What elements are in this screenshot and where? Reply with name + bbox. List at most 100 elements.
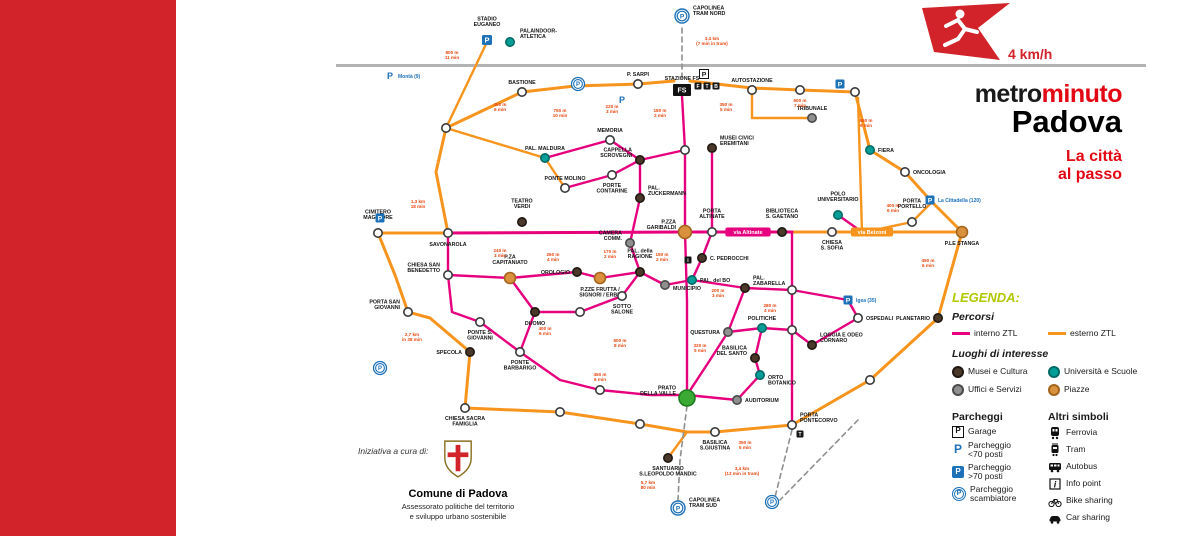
station-uni [864, 145, 875, 156]
legend-label: Info point [1066, 477, 1101, 488]
station-gen [616, 290, 627, 301]
parking-glyph: P [576, 82, 580, 88]
station-uni [756, 322, 767, 333]
legend-section-altri: Altri simboli [1048, 410, 1109, 423]
station-gen [440, 123, 451, 134]
station-gen [372, 228, 383, 239]
metrominuto-logo: metrominuto [974, 80, 1123, 109]
station-label: DUOMO [525, 321, 545, 327]
tram-icon-glyph: T [705, 84, 708, 90]
parking-glyph: P [484, 36, 489, 45]
legend-label: Autobus [1066, 460, 1098, 471]
legend-section-parcheggi: Parcheggi [952, 410, 1003, 423]
speed-label: 4 km/h [1008, 46, 1053, 62]
station-mus [696, 253, 707, 264]
legend-section-percorsi: Percorsi [952, 311, 995, 323]
map-edge-tram-link [774, 429, 793, 498]
legend-item-bike-sharing: Bike sharing [1048, 494, 1148, 508]
parking-big [375, 213, 385, 223]
legend-label: Piazze [1064, 383, 1090, 394]
train-icon [694, 82, 702, 90]
city-title: Padova [1011, 104, 1122, 139]
autobus-icon [1049, 462, 1061, 472]
svg-text:i: i [1054, 479, 1057, 489]
parking-glyph: P [680, 13, 685, 20]
station-label: AUDITORIUM [745, 398, 779, 404]
parking-label: Montà (9) [398, 74, 421, 80]
station-label: FIERA [878, 148, 894, 154]
parking-big [843, 295, 853, 305]
garage-parking-icon: P [952, 425, 964, 438]
legend-item-piazze: Piazze [1048, 383, 1148, 396]
map-edge-interno-ztl [683, 230, 689, 397]
department-line1: Assessorato politiche del territorio [401, 502, 515, 511]
station-pia [677, 224, 693, 240]
station-mus [464, 346, 475, 357]
map-edge-interno-ztl [446, 270, 694, 287]
street-tag-label: via Belzoni [858, 230, 887, 236]
station-gen [606, 170, 617, 181]
station-gen [849, 87, 860, 98]
parking-big [835, 79, 845, 89]
comune-padova-crest [444, 440, 472, 478]
legend-item-parcheggio-scambiatore: P Parcheggio scambiatore [952, 484, 1044, 504]
musei-dot-icon [952, 365, 964, 378]
header-divider [336, 64, 1146, 67]
universita-dot-icon [1048, 365, 1060, 378]
tram-icon [703, 82, 711, 90]
map-edge-esterno-ztl [434, 126, 450, 235]
station-label: PONTE MOLINO [545, 176, 586, 182]
station-gen [516, 87, 527, 98]
legend-item-uffici: Uffici e Servizi [952, 383, 1044, 396]
station-gen [826, 227, 837, 238]
station-label: SPECOLA [436, 350, 462, 356]
station-label: MEMORIA [597, 128, 623, 134]
left-red-band [0, 0, 176, 536]
station-label: MUNICIPIO [673, 286, 701, 292]
station-uni [754, 369, 765, 380]
station-label: PLANETARIO [896, 316, 930, 322]
station-label: QUESTURA [690, 330, 720, 336]
parking-glyph: P [378, 366, 382, 372]
tram-icon [1051, 443, 1059, 456]
station-gen [632, 79, 643, 90]
map-edge-interno-ztl [753, 326, 764, 360]
small-parking-icon: P [953, 442, 962, 457]
station-label: OSPEDALI [866, 316, 894, 322]
interchange-parking-icon: P [952, 487, 966, 502]
legend-label: esterno ZTL [1070, 328, 1116, 338]
comune-title: Comune di Padova [408, 488, 508, 500]
logo-metro: metro [974, 80, 1042, 108]
station-uni [504, 36, 515, 47]
station-gen [474, 316, 485, 327]
station-gen [746, 85, 757, 96]
station-gen [604, 135, 615, 146]
street-tag [850, 227, 894, 237]
legend-label: Tram [1066, 443, 1086, 454]
station-label: PAL. del BO [700, 278, 730, 284]
station-uni [832, 210, 843, 221]
parking-glyph: P [928, 197, 933, 204]
map-edge-esterno-ztl [688, 79, 857, 94]
legend-item-interno-ztl: interno ZTL [952, 328, 1044, 339]
